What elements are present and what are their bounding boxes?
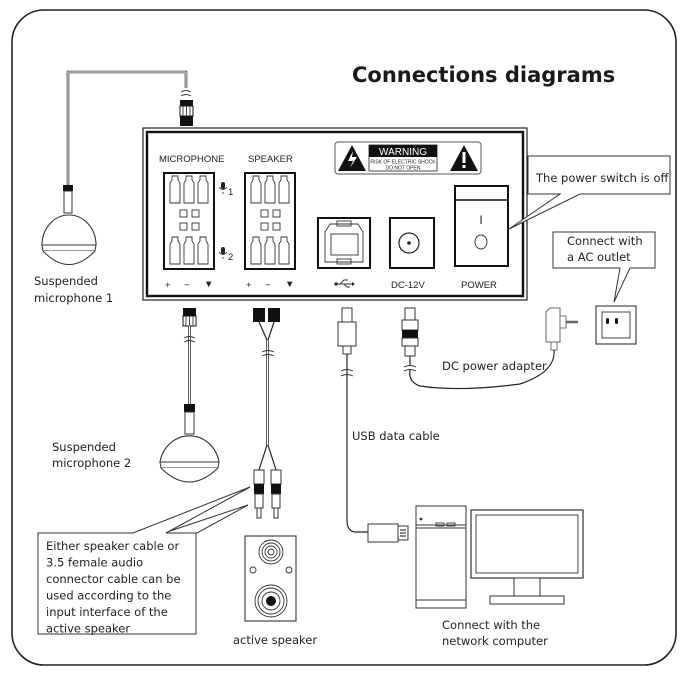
speaker-cable-callout: Either speaker cable or 3.5 female audio c…	[37, 486, 251, 636]
exclamation-warning-icon	[450, 145, 478, 171]
microphone-2-label-line-2: microphone 2	[52, 456, 131, 470]
outer-frame	[11, 9, 677, 666]
speaker-terminal-pin	[278, 236, 290, 265]
mic-minus-symbol: −	[184, 280, 190, 291]
mic-channel-2-icon: 2	[218, 247, 233, 263]
usb-symbol-icon	[334, 279, 355, 288]
microphone-terminal-screw	[191, 222, 200, 231]
svg-text:a AC outlet: a AC outlet	[567, 250, 631, 264]
speaker-signal-symbol: ▼	[285, 279, 294, 290]
power-label: POWER	[461, 280, 497, 291]
speaker-terminal-screw	[272, 209, 281, 218]
microphone-terminal-pin	[197, 175, 209, 204]
power-switch[interactable]: I	[454, 185, 509, 267]
dc-adapter-label: DC power adapter	[442, 359, 547, 373]
microphone-terminal-screw	[179, 222, 188, 231]
warning-line-1: RISK OF ELECTRIC SHOCK	[370, 160, 436, 166]
microphone-terminal-pin	[183, 175, 195, 204]
usb-cable-label: USB data cable	[352, 429, 440, 443]
microphone-port-label: MICROPHONE	[159, 154, 224, 165]
speaker-terminal-pin	[250, 236, 262, 265]
speaker-cable-callout-line: Either speaker cable or	[46, 539, 179, 553]
speaker-minus-symbol: −	[265, 280, 271, 291]
speaker-cable-callout-line: used according to the	[46, 589, 171, 603]
computer-monitor	[470, 509, 584, 605]
active-speaker	[244, 535, 297, 622]
microphone-terminal-pin	[183, 236, 195, 265]
warning-label: WARNING RISK OF ELECTRIC SHOCK DO NOT OP…	[334, 141, 482, 175]
suspended-microphone-2	[159, 404, 220, 483]
speaker-cable	[253, 308, 282, 519]
mic-signal-symbol: ▼	[204, 279, 213, 290]
lightning-warning-icon	[338, 145, 366, 171]
microphone-1-label-line-1: Suspended	[34, 274, 98, 288]
mic-channel-1-icon: 1	[218, 182, 233, 198]
ac-outlet	[595, 305, 637, 345]
speaker-plus-symbol: +	[246, 280, 252, 291]
svg-text:Connect with: Connect with	[567, 234, 643, 248]
microphone-2-label-line-1: Suspended	[52, 440, 116, 454]
svg-text:2: 2	[228, 252, 233, 263]
power-switch-callout-text: The power switch is off	[535, 171, 669, 185]
microphone-1-cable	[66, 70, 194, 185]
speaker-terminal-pin	[278, 175, 290, 204]
mic-plus-symbol: +	[165, 280, 171, 291]
speaker-cable-callout-line: 3.5 female audio	[46, 556, 143, 570]
microphone-2-cable	[182, 308, 197, 404]
usb-port[interactable]	[317, 217, 371, 269]
computer-label-line-1: Connect with the	[442, 618, 540, 632]
microphone-terminal-pin	[169, 236, 181, 265]
microphone-terminal-screw	[179, 209, 188, 218]
speaker-cable-callout-line: input interface of the	[46, 605, 168, 619]
speaker-port-label: SPEAKER	[248, 154, 293, 165]
power-on-mark: I	[479, 213, 482, 227]
speaker-terminal-pin	[264, 236, 276, 265]
speaker-cable-callout-line: active speaker	[46, 622, 130, 636]
microphone-terminal-pin	[197, 236, 209, 265]
computer-tower	[415, 505, 467, 609]
speaker-terminal-pin	[250, 175, 262, 204]
computer-label-line-2: network computer	[442, 634, 548, 648]
warning-heading: WARNING	[379, 147, 427, 158]
microphone-terminal-block	[163, 172, 215, 270]
dc-12v-label: DC-12V	[391, 280, 425, 291]
svg-text:1: 1	[228, 187, 233, 198]
warning-line-2: DO NOT OPEN	[386, 166, 421, 172]
speaker-terminal-block	[244, 172, 296, 270]
suspended-microphone-1	[41, 185, 97, 265]
speaker-terminal-screw	[272, 222, 281, 231]
speaker-terminal-screw	[260, 209, 269, 218]
device-panel: MICROPHONE 1 2 + − ▼ SPEAKER + − ▼	[142, 127, 528, 301]
speaker-terminal-pin	[264, 175, 276, 204]
microphone-terminal-pin	[169, 175, 181, 204]
usb-data-cable	[337, 307, 409, 543]
active-speaker-label: active speaker	[233, 633, 317, 647]
speaker-cable-callout-line: connector cable can be	[46, 572, 181, 586]
microphone-terminal-screw	[191, 209, 200, 218]
ac-outlet-callout: Connect with a AC outlet	[552, 231, 656, 303]
dc-power-adapter	[401, 307, 578, 390]
microphone-1-label-line-2: microphone 1	[34, 291, 113, 305]
dc-power-jack[interactable]	[389, 217, 435, 269]
power-switch-callout: The power switch is off	[508, 155, 671, 230]
speaker-terminal-screw	[260, 222, 269, 231]
diagram-title: Connections diagrams	[352, 63, 615, 87]
